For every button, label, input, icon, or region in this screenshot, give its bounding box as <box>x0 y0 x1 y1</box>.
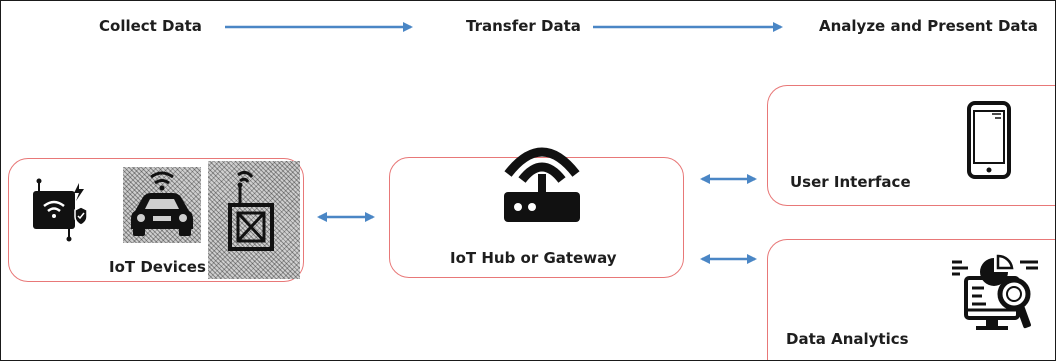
smartphone-icon <box>967 101 1011 179</box>
iot-devices-label: IoT Devices <box>109 258 206 276</box>
iot-hub-label: IoT Hub or Gateway <box>450 249 617 267</box>
analytics-monitor-icon <box>952 254 1038 330</box>
stage-label-collect: Collect Data <box>99 17 202 35</box>
connected-car-icon <box>131 171 193 236</box>
wifi-sensor-icon <box>33 178 88 242</box>
stage-label-transfer: Transfer Data <box>466 17 581 35</box>
smart-package-tile <box>208 161 300 279</box>
user-interface-box: User Interface <box>767 85 1055 206</box>
iot-hub-box: IoT Hub or Gateway <box>389 147 684 278</box>
data-analytics-box: Data Analytics <box>767 239 1055 360</box>
connected-car-tile <box>123 167 201 243</box>
iot-devices-box: IoT Devices <box>8 158 304 282</box>
smart-package-icon <box>228 170 274 251</box>
wireless-router-icon <box>504 147 580 222</box>
data-analytics-label: Data Analytics <box>786 330 909 348</box>
user-interface-label: User Interface <box>790 173 911 191</box>
stage-label-analyze: Analyze and Present Data <box>819 17 1038 35</box>
